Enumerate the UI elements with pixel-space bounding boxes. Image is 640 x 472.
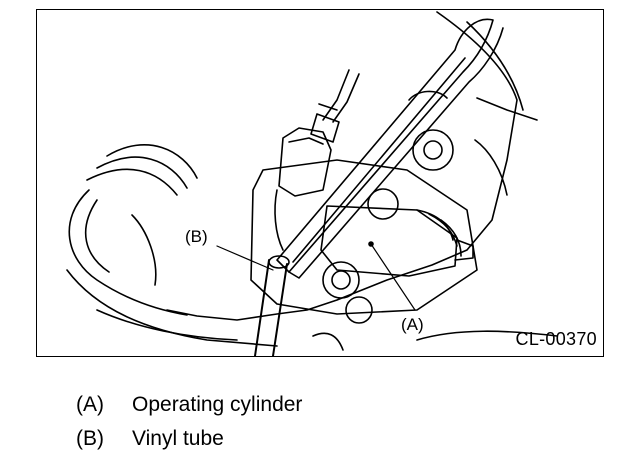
mount-plate xyxy=(250,159,478,315)
housing-rib xyxy=(466,21,524,111)
engine-curve xyxy=(86,168,178,196)
housing-rib xyxy=(474,139,508,196)
housing-rib xyxy=(408,90,448,101)
cylinder-pushrod xyxy=(454,239,474,261)
leader-line-a xyxy=(370,243,416,311)
engine-curve xyxy=(66,269,278,347)
housing-outline xyxy=(166,11,518,321)
legend-row: (A) Operating cylinder xyxy=(76,388,302,422)
bolt-boss xyxy=(367,188,399,220)
engine-curve xyxy=(96,156,188,189)
leader-line-b xyxy=(216,245,274,271)
illustration-panel: (B) (A) CL-00370 xyxy=(36,9,604,357)
cylinder-boot xyxy=(428,213,458,247)
cylinder-nut xyxy=(331,270,351,290)
bleeder-screw xyxy=(278,127,332,197)
lower-bracket xyxy=(416,330,558,341)
hydraulic-line xyxy=(322,69,350,121)
vinyl-tube xyxy=(254,259,270,356)
cylinder-boot xyxy=(440,219,462,257)
vinyl-tube xyxy=(272,263,288,356)
bolt-boss xyxy=(423,140,443,160)
operating-cylinder-drawing xyxy=(66,11,558,356)
bleeder-screw xyxy=(288,137,324,145)
cylinder-nut xyxy=(322,261,360,299)
legend-letter: (B) xyxy=(76,427,104,450)
line-fitting xyxy=(318,103,338,111)
engine-curve xyxy=(68,189,188,316)
bolt-boss xyxy=(345,296,373,324)
leader-dot-a xyxy=(368,241,374,247)
engine-curve xyxy=(96,309,238,341)
housing-rib xyxy=(476,97,538,121)
legend: (A) Operating cylinder (B) Vinyl tube xyxy=(76,388,302,456)
callout-b: (B) xyxy=(185,227,208,246)
line-fitting xyxy=(310,113,340,143)
bleeder-screw xyxy=(274,189,284,251)
engine-curve xyxy=(131,214,157,286)
lower-bracket xyxy=(312,332,344,351)
engine-curve xyxy=(106,144,198,179)
callout-a: (A) xyxy=(401,315,424,334)
bolt-boss xyxy=(412,129,454,171)
legend-letter: (A) xyxy=(76,393,104,416)
engine-curve xyxy=(84,199,110,273)
wrench xyxy=(276,18,494,273)
cylinder-body xyxy=(320,205,458,277)
legend-row: (B) Vinyl tube xyxy=(76,422,302,456)
wrench xyxy=(288,27,504,279)
legend-label: Operating cylinder xyxy=(132,393,303,416)
legend-label: Vinyl tube xyxy=(132,427,224,450)
wrench xyxy=(292,57,466,263)
hydraulic-line xyxy=(332,73,360,123)
figure-code: CL-00370 xyxy=(515,329,597,349)
vinyl-tube-end xyxy=(268,255,290,269)
